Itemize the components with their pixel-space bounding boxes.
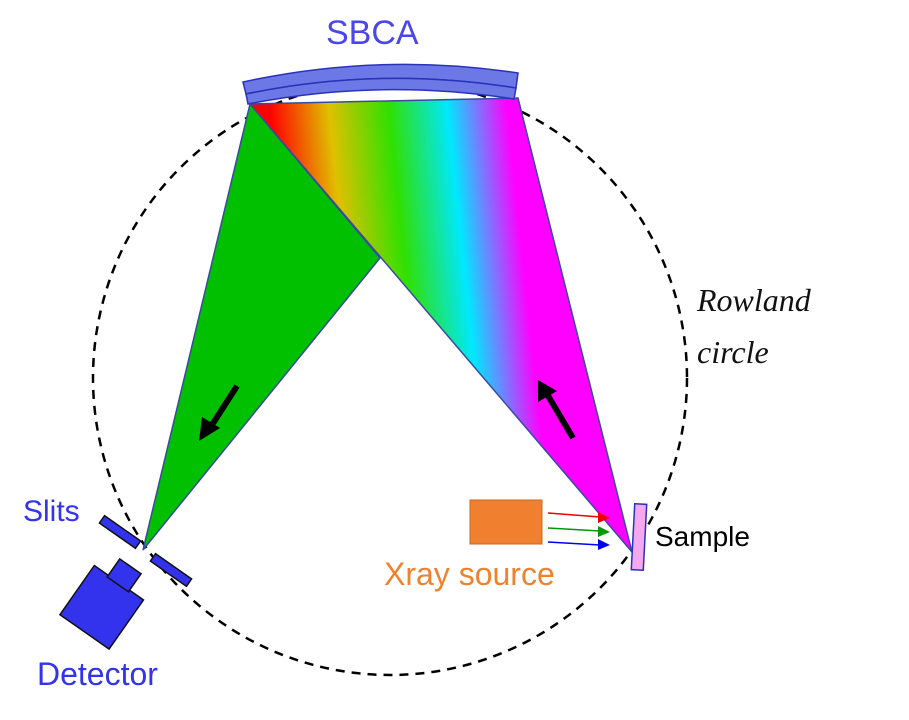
slits-label: Slits [23, 495, 80, 528]
detector-label: Detector [37, 656, 158, 692]
slit-lower [149, 552, 193, 588]
sample-label: Sample [655, 521, 750, 552]
arrow-icon [199, 384, 240, 441]
sample-plate [630, 502, 648, 572]
sbca-label: SBCA [326, 14, 419, 52]
arrow-icon [538, 380, 576, 440]
rowland-circle-label-line2: circle [697, 334, 769, 370]
xray-arrows [547, 512, 610, 550]
xray-source-box [469, 499, 543, 545]
detector-icon [58, 557, 145, 651]
slit-upper [98, 514, 142, 550]
rainbow-beam [248, 97, 633, 553]
sbca-crystal-inner [245, 77, 517, 105]
rowland-circle-label-line1: Rowland [697, 282, 811, 318]
xray-source-label: Xray source [384, 556, 555, 592]
